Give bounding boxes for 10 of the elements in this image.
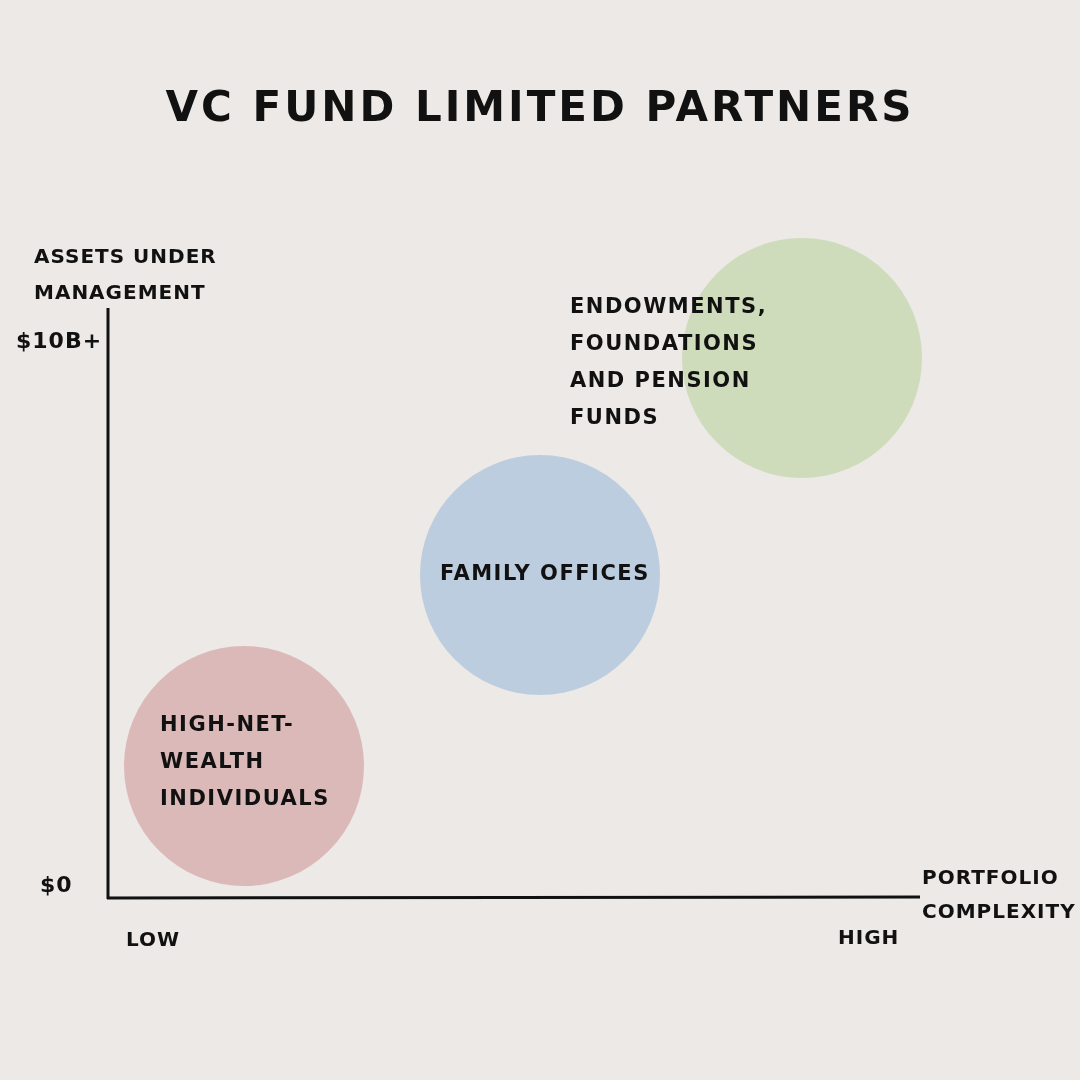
axis-tick-label: $10B+ xyxy=(16,327,104,355)
axis-title: PORTFOLIO COMPLEXITY xyxy=(922,864,1077,925)
bubble-label: FAMILY OFFICES xyxy=(440,560,650,587)
bubble-label: ENDOWMENTS, FOUNDATIONS AND PENSION FUNDS xyxy=(570,293,769,431)
axis-tick-label: HIGH xyxy=(838,924,901,951)
axis-title: ASSETS UNDER MANAGEMENT xyxy=(34,243,218,306)
bubble-label: HIGH-NET-WEALTH INDIVIDUALS xyxy=(160,711,330,812)
axis-tick-label: LOW xyxy=(126,926,182,953)
chart-title: VC FUND LIMITED PARTNERS xyxy=(164,82,916,131)
axis-tick-label: $0 xyxy=(40,871,74,899)
